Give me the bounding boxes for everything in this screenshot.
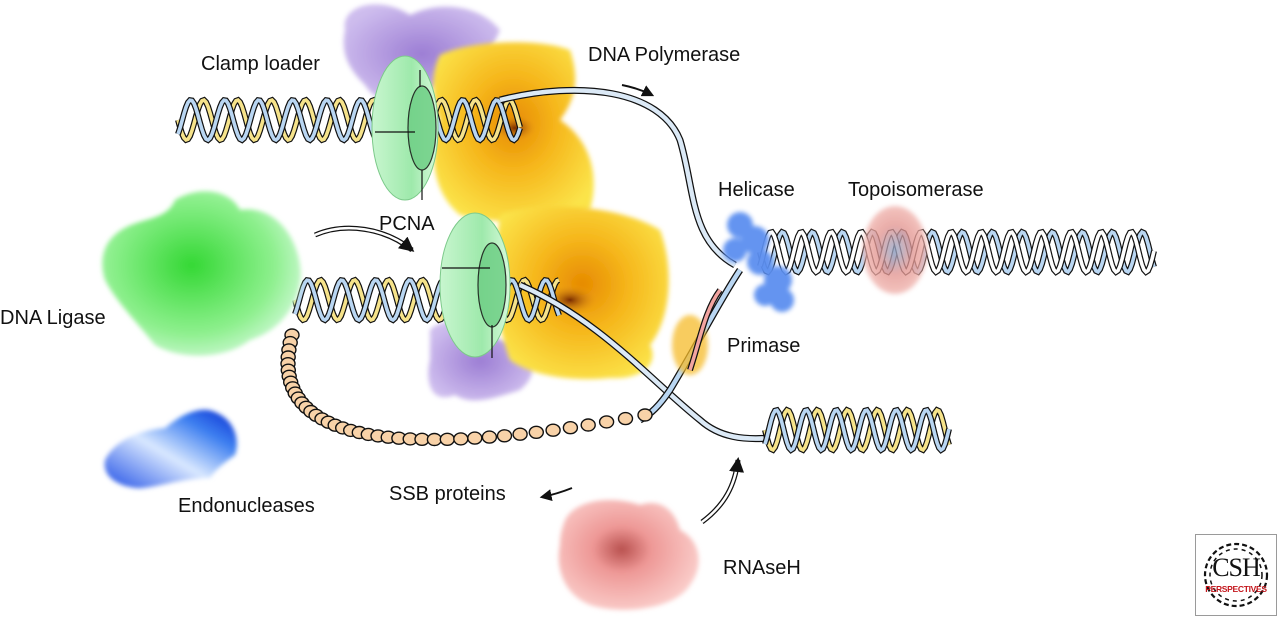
- dna-polymerase-top: [433, 42, 594, 222]
- pcna-clamp-top: [371, 55, 439, 201]
- logo-csh: CSH: [1212, 553, 1261, 582]
- csh-perspectives-logo: CSH PERSPECTIVES: [1195, 534, 1277, 616]
- ssb-protein-bead: [496, 429, 513, 443]
- ssb-protein-bead: [481, 430, 498, 444]
- helicase-protein: [723, 212, 794, 312]
- leading-strand-template: [499, 86, 737, 269]
- ssb-protein-bead: [545, 423, 561, 437]
- label-pcna: PCNA: [379, 213, 435, 235]
- label-dna-polymerase: DNA Polymerase: [588, 44, 741, 66]
- dna-polymerase-bottom: [495, 206, 669, 380]
- label-dna-ligase: DNA Ligase: [0, 307, 106, 329]
- ssb-protein-bead: [439, 432, 455, 446]
- dna-helix-parental: [757, 228, 1157, 276]
- arrow-rnaseh-to-primer: [700, 457, 745, 525]
- dna-helix-top: [175, 96, 523, 144]
- label-rnaseh: RNAseH: [723, 557, 801, 579]
- dna-helix-okazaki: [762, 406, 952, 454]
- ssb-protein-bead: [426, 432, 443, 447]
- ssb-protein-bead: [528, 425, 544, 439]
- ssb-protein-bead: [453, 432, 469, 446]
- arrow-ligase-to-nick: [314, 225, 415, 252]
- pcna-clamp-bottom: [439, 212, 511, 358]
- primase-protein: [672, 288, 723, 375]
- ssb-protein-bead: [512, 427, 528, 441]
- label-ssb-proteins: SSB proteins: [389, 483, 506, 505]
- dna-ring-icon: [1203, 542, 1269, 608]
- ssb-protein-chain: [280, 328, 653, 447]
- label-topoisomerase: Topoisomerase: [848, 179, 984, 201]
- ssb-protein-bead: [637, 408, 653, 422]
- label-endonucleases: Endonucleases: [178, 495, 315, 517]
- arrow-polymerase-direction: [621, 84, 655, 97]
- logo-perspectives: PERSPECTIVES: [1205, 584, 1267, 594]
- endonuclease-protein: [104, 409, 237, 489]
- ssb-protein-bead: [580, 418, 596, 432]
- label-helicase: Helicase: [718, 179, 795, 201]
- topoisomerase-protein: [863, 206, 927, 294]
- ssb-protein-bead: [617, 411, 634, 426]
- dna-ligase-protein: [102, 191, 301, 356]
- rnaseh-protein: [558, 500, 699, 610]
- dna-helix-bottom-left: [292, 276, 562, 324]
- label-clamp-loader: Clamp loader: [201, 53, 320, 75]
- ssb-protein-bead: [562, 421, 579, 435]
- ssb-protein-bead: [467, 431, 483, 445]
- label-primase: Primase: [727, 335, 801, 357]
- arrow-ssb-direction: [539, 487, 573, 501]
- ssb-protein-bead: [598, 415, 615, 429]
